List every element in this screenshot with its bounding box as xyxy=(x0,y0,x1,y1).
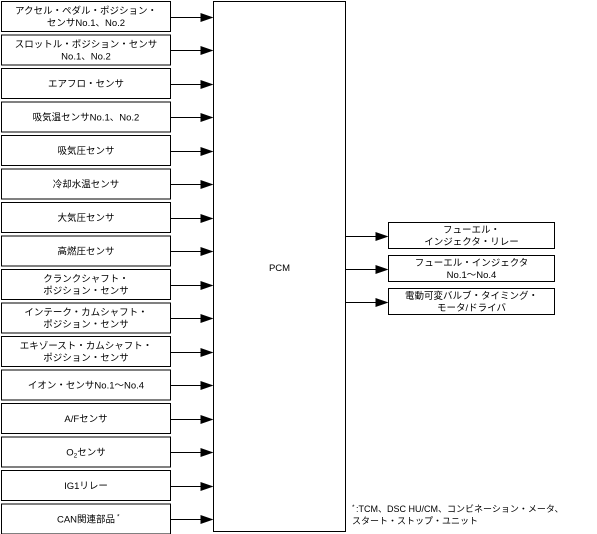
pcm-unit: PCM xyxy=(213,1,346,532)
input-label: インテーク・カムシャフト・ xyxy=(24,308,147,319)
arrow-head xyxy=(200,247,214,256)
input-label: 高燃圧センサ xyxy=(57,246,114,258)
output-label: モータ/ドライバ xyxy=(437,303,506,314)
pcm-box xyxy=(213,1,346,532)
input-label: 吸気温センサNo.1、No.2 xyxy=(33,112,140,124)
input-label: 冷却水温センサ xyxy=(53,179,120,191)
input-box xyxy=(1,436,171,468)
input-box xyxy=(1,202,171,233)
input-label: ポジション・センサ xyxy=(43,286,129,297)
input-box xyxy=(1,34,171,66)
arrow-head xyxy=(200,348,214,357)
input-label: スロットル・ポジション・センサ xyxy=(15,40,158,51)
input-label: A/Fセンサ xyxy=(64,414,107,425)
output-box xyxy=(388,222,555,249)
input-item: イオン・センサNo.1～No.4 xyxy=(1,369,214,401)
arrow-head xyxy=(375,232,389,241)
arrow-head xyxy=(200,515,214,524)
arrow-head xyxy=(200,80,214,89)
input-label: 吸気圧センサ xyxy=(57,145,114,157)
input-label: エキゾースト・カムシャフト・ xyxy=(20,341,153,352)
input-label: No.1、No.2 xyxy=(61,52,111,63)
arrow-head xyxy=(200,46,214,55)
input-item: 冷却水温センサ xyxy=(1,168,214,200)
arrow-head xyxy=(200,381,214,390)
footnote: * :TCM、DSC HU/CM、コンビネーション・メータ、 スタート・ストップ… xyxy=(352,504,564,526)
note-mark: * xyxy=(117,514,120,521)
input-label: イオン・センサNo.1～No.4 xyxy=(28,381,144,392)
input-item: インテーク・カムシャフト・ポジション・センサ xyxy=(1,302,214,334)
input-item: IG1リレー xyxy=(1,470,214,501)
input-item: スロットル・ポジション・センサNo.1、No.2 xyxy=(1,34,214,66)
input-label: CAN関連部品 xyxy=(57,514,115,526)
input-item: エアフロ・センサ xyxy=(1,68,214,99)
input-item: 高燃圧センサ xyxy=(1,235,214,267)
output-box xyxy=(388,255,555,282)
output-label: インジェクタ・リレー xyxy=(424,237,519,248)
input-box xyxy=(1,135,171,166)
input-box xyxy=(1,403,171,434)
arrow-head xyxy=(200,113,214,122)
input-item: CAN関連部品* xyxy=(1,503,214,534)
arrow-head xyxy=(200,214,214,223)
input-label: 大気圧センサ xyxy=(57,212,114,224)
input-item: O2センサ xyxy=(1,436,214,468)
pcm-label: PCM xyxy=(269,263,290,274)
output-components: フューエル・インジェクタ・リレーフューエル・インジェクタNo.1～No.4電動可… xyxy=(345,222,555,315)
output-item: 電動可変バルブ・タイミング・モータ/ドライバ xyxy=(345,288,555,315)
output-label: No.1～No.4 xyxy=(447,270,497,281)
input-box xyxy=(1,369,171,401)
input-item: クランクシャフト・ポジション・センサ xyxy=(1,269,214,300)
input-label: クランクシャフト・ xyxy=(43,274,129,285)
input-item: 大気圧センサ xyxy=(1,202,214,233)
arrow-head xyxy=(375,298,389,307)
footnote-line-2: スタート・ストップ・ユニット xyxy=(352,516,478,526)
arrow-head xyxy=(200,314,214,323)
footnote-line-1: :TCM、DSC HU/CM、コンビネーション・メータ、 xyxy=(356,504,564,514)
input-label: ポジション・センサ xyxy=(43,320,129,331)
input-label: ポジション・センサ xyxy=(43,353,129,364)
arrow-head xyxy=(200,281,214,290)
arrow-head xyxy=(375,265,389,274)
input-box xyxy=(1,101,171,133)
input-item: 吸気圧センサ xyxy=(1,135,214,166)
input-components: アクセル・ペダル・ポジション・センサNo.1、No.2スロットル・ポジション・セ… xyxy=(1,1,214,534)
input-item: 吸気温センサNo.1、No.2 xyxy=(1,101,214,133)
arrow-head xyxy=(200,415,214,424)
arrow-head xyxy=(200,482,214,491)
input-box xyxy=(1,302,171,334)
input-item: エキゾースト・カムシャフト・ポジション・センサ xyxy=(1,336,214,367)
input-item: アクセル・ペダル・ポジション・センサNo.1、No.2 xyxy=(1,1,214,32)
input-box xyxy=(1,336,171,367)
input-item: A/Fセンサ xyxy=(1,403,214,434)
input-label: O2センサ xyxy=(66,448,106,460)
input-box xyxy=(1,1,171,32)
input-label: アクセル・ペダル・ポジション・ xyxy=(15,5,157,17)
input-label: エアフロ・センサ xyxy=(48,79,124,90)
arrow-head xyxy=(200,13,214,22)
arrow-head xyxy=(200,147,214,156)
output-label: フューエル・インジェクタ xyxy=(415,258,529,269)
arrow-head xyxy=(200,448,214,457)
output-item: フューエル・インジェクタ・リレー xyxy=(345,222,555,249)
arrow-head xyxy=(200,180,214,189)
input-box xyxy=(1,68,171,99)
input-box xyxy=(1,470,171,501)
output-box xyxy=(388,288,555,315)
input-box xyxy=(1,269,171,300)
input-label: IG1リレー xyxy=(64,481,108,492)
footnote-mark: * xyxy=(352,504,355,511)
output-label: 電動可変バルブ・タイミング・ xyxy=(405,290,538,302)
input-label: センサNo.1、No.2 xyxy=(47,18,125,29)
output-label: フューエル・ xyxy=(443,225,500,236)
